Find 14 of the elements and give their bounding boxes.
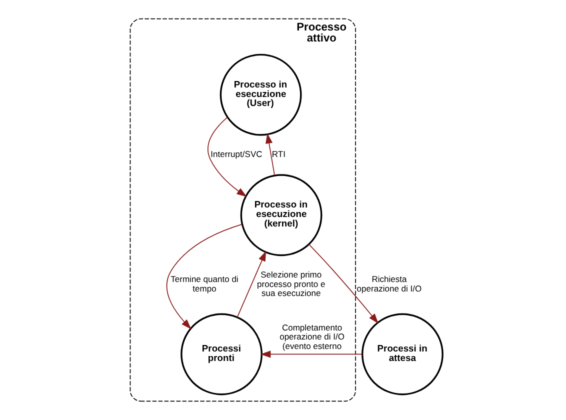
arrow [266,133,275,176]
arrow [208,117,247,197]
arrow [166,224,242,330]
arrow [236,250,266,318]
node-circle: Processo in esecuzione (User) [220,54,302,136]
edge-label: RTI [272,149,286,160]
arrow [308,244,378,324]
edge-label: Completamento operazione di I/O (evento esterno [280,322,344,352]
edge-label: Termine quanto di tempo [170,274,238,294]
edge-label: Interrupt/SVC [210,149,262,160]
arrow [260,350,363,358]
edge-label: Richiesta operazione di I/O [356,274,422,294]
edge-label: Selezione primo processo pronto e sua esecuzione [257,269,326,298]
node-circle: Processo in esecuzione (kernel) [240,174,322,256]
